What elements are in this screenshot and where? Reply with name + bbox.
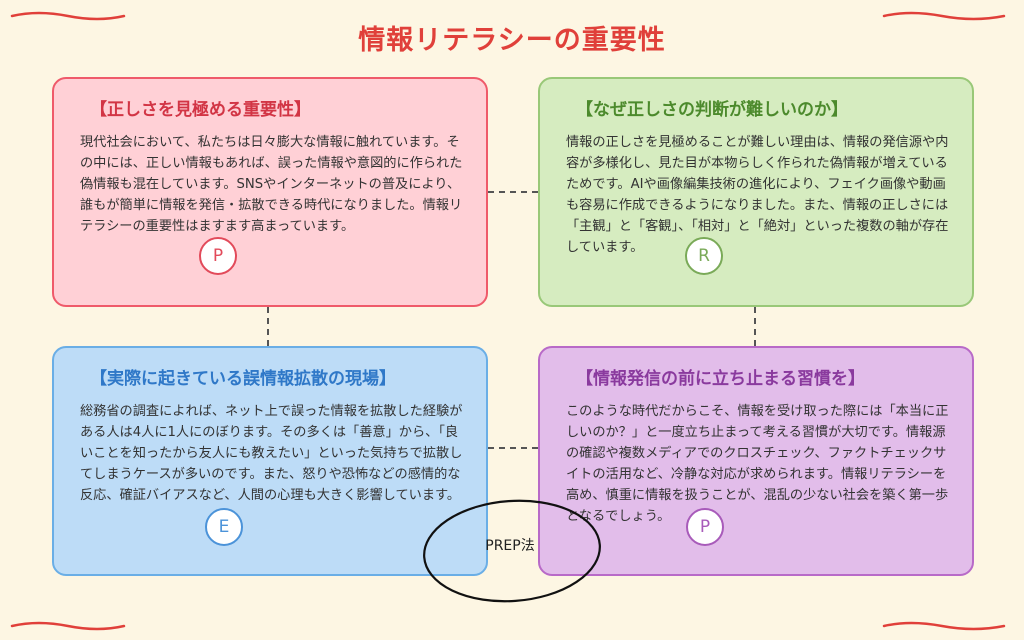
card-example: 【実際に起きている誤情報拡散の現場】 総務省の調査によれば、ネット上で誤った情報… [52, 346, 488, 576]
card-point-title: 【正しさを見極める重要性】 [90, 100, 311, 120]
wave-bottom-left-decoration [10, 621, 126, 631]
wave-top-left-decoration [10, 11, 126, 21]
card-example-body: 総務省の調査によれば、ネット上で誤った情報を拡散した経験がある人は4人に1人にの… [80, 404, 463, 503]
page-title: 情報リテラシーの重要性 [358, 25, 666, 56]
card-point: 【正しさを見極める重要性】 現代社会において、私たちは日々膨大な情報に触れていま… [52, 77, 488, 307]
card-point-conclusion-title: 【情報発信の前に立ち止まる習慣を】 [576, 369, 865, 389]
badge-p-second: P [686, 508, 724, 546]
wave-top-right-decoration [882, 11, 1006, 21]
card-reason-title: 【なぜ正しさの判断が難しいのか】 [576, 100, 848, 120]
card-point-conclusion: 【情報発信の前に立ち止まる習慣を】 このような時代だからこそ、情報を受け取った際… [538, 346, 974, 576]
badge-e: E [205, 508, 243, 546]
card-example-title: 【実際に起きている誤情報拡散の現場】 [90, 369, 396, 389]
badge-r: R [685, 237, 723, 275]
prep-method-label: PREP法 [485, 538, 535, 554]
card-reason: 【なぜ正しさの判断が難しいのか】 情報の正しさを見極めることが難しい理由は、情報… [538, 77, 974, 307]
card-reason-body: 情報の正しさを見極めることが難しい理由は、情報の発信源や内容が多様化し、見た目が… [566, 135, 949, 255]
card-point-conclusion-body: このような時代だからこそ、情報を受け取った際には「本当に正しいのか？」と一度立ち… [566, 404, 949, 524]
wave-bottom-right-decoration [882, 621, 1006, 631]
card-point-body: 現代社会において、私たちは日々膨大な情報に触れています。その中には、正しい情報も… [80, 135, 463, 234]
badge-p-first: P [199, 237, 237, 275]
